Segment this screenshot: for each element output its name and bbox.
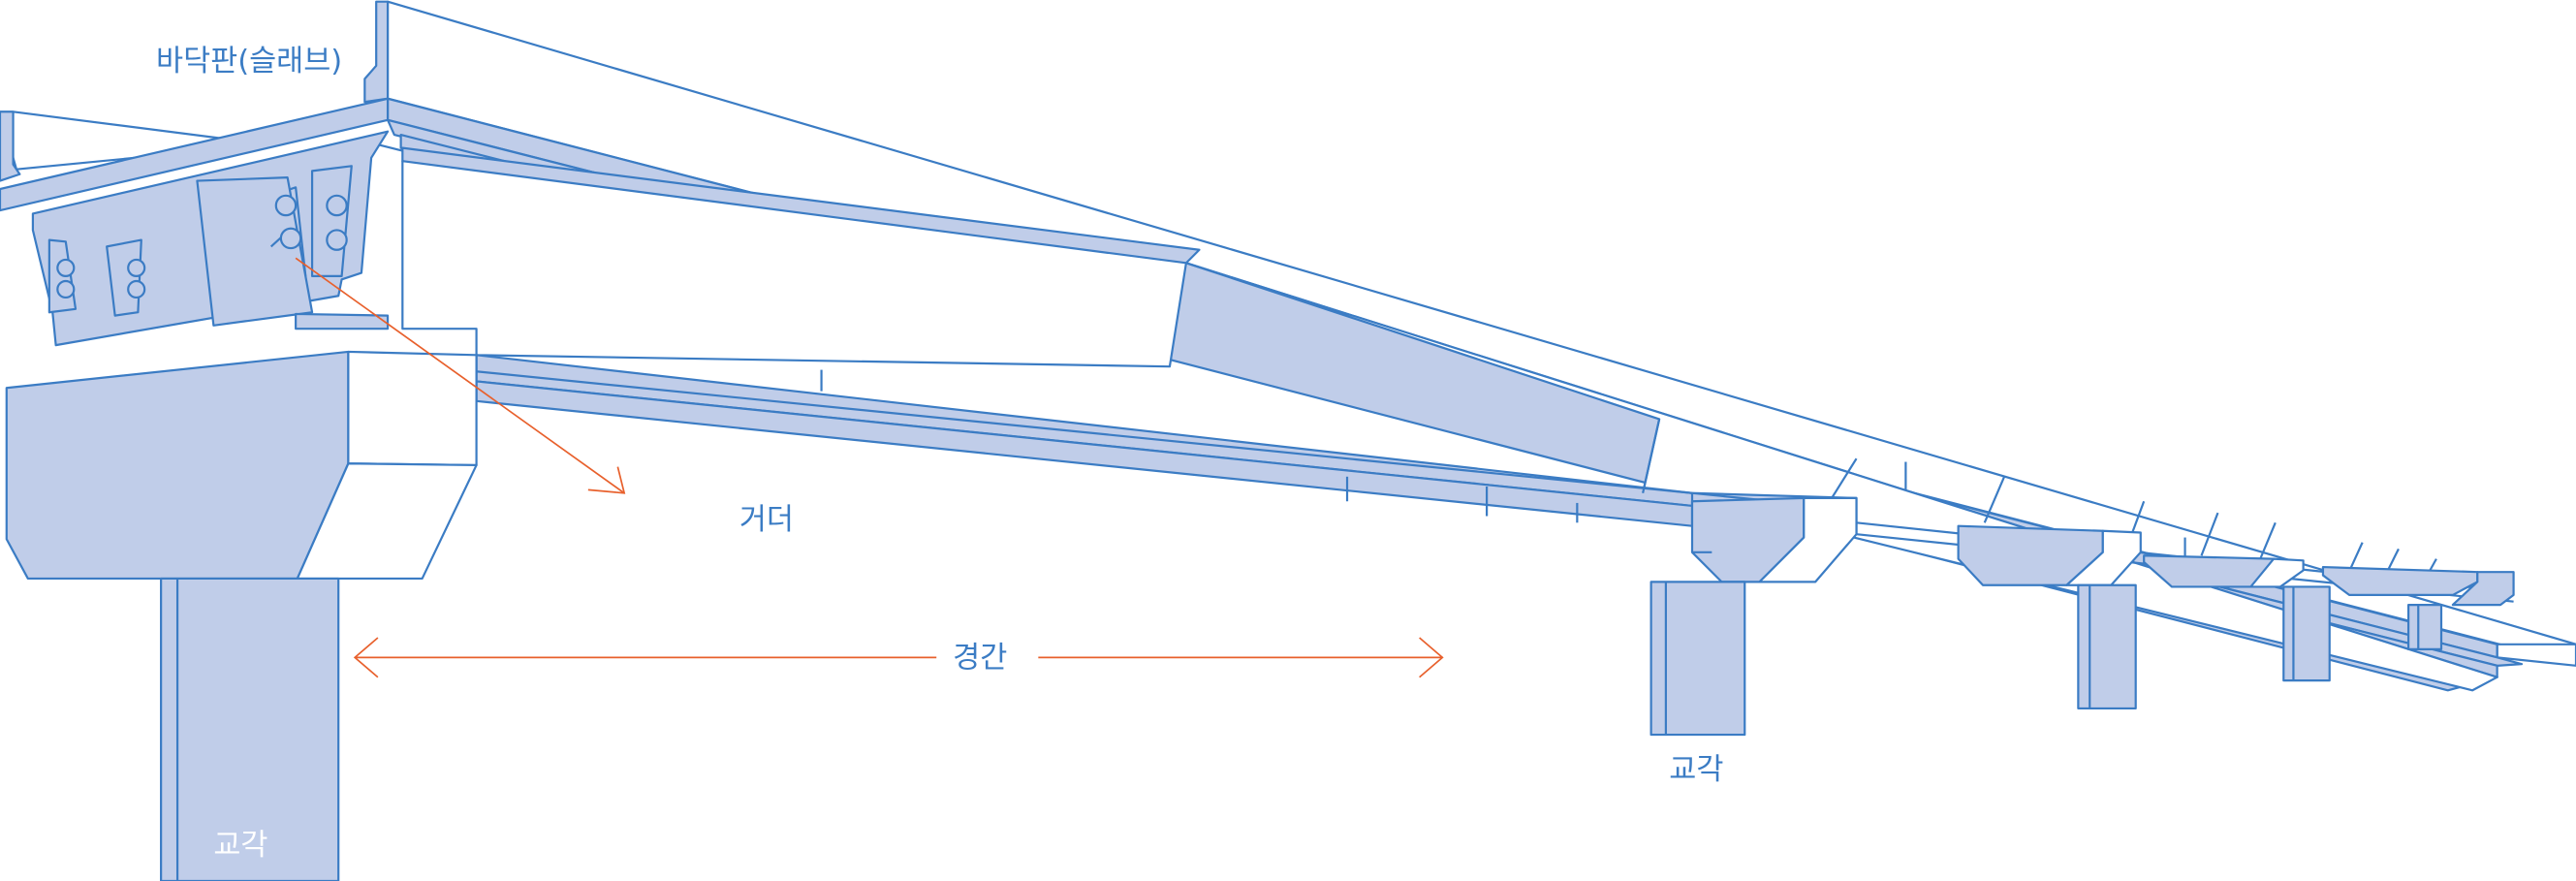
girder-annotation: 거더 (295, 257, 794, 537)
pier-2 (1649, 496, 1858, 737)
slab-annotation: 바닥판(슬래브) (156, 45, 342, 79)
pier-5 (2321, 565, 2515, 650)
pier-4 (2143, 554, 2331, 682)
far-parapet (363, 0, 2576, 667)
pier-label-left: 교각 (213, 829, 267, 863)
girder-label: 거더 (739, 503, 794, 537)
pier-left: 교각 (5, 350, 478, 881)
girders (401, 146, 2514, 692)
span-label: 경간 (953, 642, 1007, 676)
pier-label-right: 교각 (1669, 753, 1723, 787)
span-annotation: 경간 (353, 637, 1444, 678)
pier-3 (1957, 524, 2142, 710)
near-slab (0, 97, 390, 347)
slab-label: 바닥판(슬래브) (156, 45, 342, 79)
